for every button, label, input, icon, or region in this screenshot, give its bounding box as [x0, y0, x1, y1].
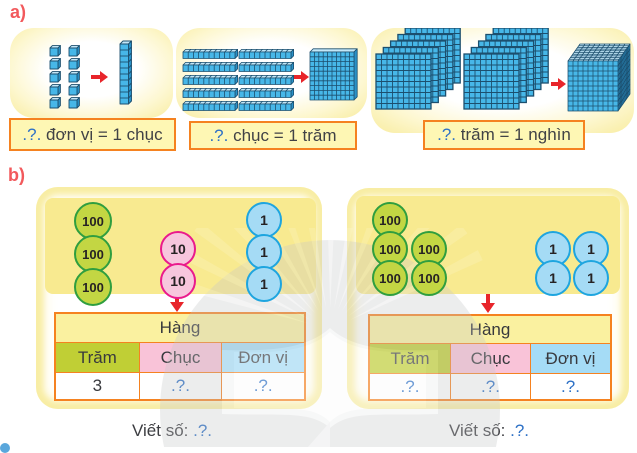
- unit-cube-block: [49, 97, 61, 109]
- unit-cube-block: [68, 58, 80, 70]
- unit-cube-block: [49, 58, 61, 70]
- ten-rod-block: [182, 101, 238, 111]
- right-arrow-icon: [294, 71, 309, 83]
- value-cell-0: 3: [56, 372, 139, 399]
- counter-1: 1: [573, 260, 609, 296]
- counter-100: 100: [74, 268, 112, 306]
- unit-cube-block: [68, 45, 80, 57]
- unit-cube-block: [68, 71, 80, 83]
- table-title: Hàng: [370, 316, 610, 343]
- down-arrow-icon: [481, 294, 495, 313]
- write-number-1-placeholder[interactable]: .?.: [193, 421, 213, 440]
- column-header-0: Trăm: [370, 343, 450, 373]
- placeholder-flats[interactable]: .?.: [437, 125, 457, 144]
- ten-rod-block: [119, 40, 132, 105]
- counter-100: 100: [411, 260, 447, 296]
- panel-rods-to-flat: [176, 28, 367, 118]
- placeholder-units[interactable]: .?.: [22, 124, 42, 144]
- counter-1: 1: [535, 260, 571, 296]
- panel-units-to-rod: [10, 28, 173, 118]
- caption-tram-text: trăm = 1 nghìn: [456, 125, 571, 144]
- unit-cube-block: [49, 45, 61, 57]
- page-corner-dot: [0, 443, 10, 453]
- unit-cube-block: [68, 84, 80, 96]
- ten-rod-block: [182, 75, 238, 85]
- counter-10: 10: [160, 263, 196, 299]
- ten-rod-block: [182, 62, 238, 72]
- rods-to-flat-illustration: [182, 48, 358, 111]
- unit-cube-block: [49, 84, 61, 96]
- right-arrow-icon: [91, 71, 108, 83]
- hundred-flat-block: [375, 53, 432, 110]
- value-cell-1[interactable]: .?.: [450, 373, 530, 399]
- counter-1: 1: [246, 202, 282, 238]
- counter-1: 1: [246, 234, 282, 270]
- flats-to-cube-illustration: [375, 28, 631, 112]
- column-header-1: Chục: [138, 342, 222, 372]
- value-cell-0[interactable]: .?.: [370, 373, 450, 399]
- write-number-2-placeholder[interactable]: .?.: [510, 421, 530, 440]
- counter-100: 100: [74, 202, 112, 240]
- counter-100: 100: [372, 260, 408, 296]
- caption-units-text: đơn vị = 1 chục: [41, 124, 163, 144]
- placeholder-rods[interactable]: .?.: [209, 125, 229, 145]
- ten-rod-block: [238, 88, 294, 98]
- ten-rod-block: [182, 48, 238, 59]
- column-header-2: Đơn vị: [530, 343, 610, 373]
- hundred-flat-block: [463, 53, 520, 110]
- caption-chuc-text: chục = 1 trăm: [228, 125, 337, 145]
- hundred-flat-block: [309, 48, 358, 101]
- value-cell-1[interactable]: .?.: [138, 372, 222, 399]
- write-number-2-label: Viết số:: [448, 421, 511, 440]
- ten-rod-block: [182, 88, 238, 98]
- caption-units-chuc: .?. đơn vị = 1 chục: [9, 118, 176, 151]
- value-cell-2[interactable]: .?.: [221, 372, 304, 399]
- column-header-0: Trăm: [56, 342, 139, 372]
- ten-rod-block: [238, 48, 294, 59]
- thousand-cube-block: [567, 43, 631, 112]
- caption-chuc-tram: .?. chục = 1 trăm: [189, 121, 357, 150]
- panel-flats-to-cube: [371, 28, 634, 133]
- write-number-1: Viết số: .?.: [92, 421, 252, 441]
- unit-cube-block: [68, 97, 80, 109]
- down-arrow-icon: [170, 293, 184, 312]
- section-a-label: a): [10, 2, 27, 22]
- column-header-2: Đơn vị: [221, 342, 304, 372]
- ten-rod-block: [238, 62, 294, 72]
- counter-1: 1: [246, 266, 282, 302]
- caption-tram-nghin: .?. trăm = 1 nghìn: [423, 120, 585, 150]
- column-header-1: Chục: [450, 343, 530, 373]
- write-number-1-label: Viết số:: [131, 421, 194, 440]
- value-cell-2[interactable]: .?.: [530, 373, 610, 399]
- write-number-2: Viết số: .?.: [409, 421, 569, 441]
- ten-rod-block: [238, 75, 294, 85]
- ten-rod-block: [238, 101, 294, 111]
- right-arrow-icon: [551, 78, 566, 90]
- table-title: Hàng: [56, 314, 304, 342]
- section-b-label: b): [8, 165, 25, 185]
- units-to-rod-illustration: [49, 40, 132, 109]
- counter-10: 10: [160, 231, 196, 267]
- unit-cube-block: [49, 71, 61, 83]
